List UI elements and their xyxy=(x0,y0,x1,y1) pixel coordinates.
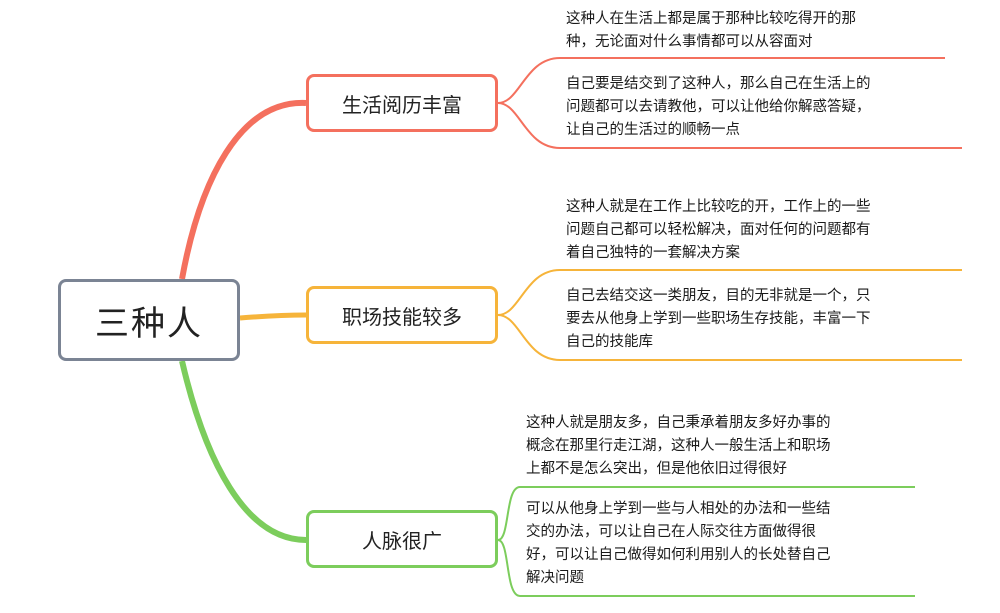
leaf-line: 这种人在生活上都是属于那种比较吃得开的那 xyxy=(566,11,856,27)
branch-topic-work-skills[interactable]: 职场技能较多 xyxy=(306,286,498,344)
connector-root-branch-1 xyxy=(179,99,307,280)
leaf-line: 让自己的生活过的顺畅一点 xyxy=(566,122,740,138)
leaf-line: 上都不是怎么突出，但是他依旧过得很好 xyxy=(526,461,787,477)
connector-root-branch-3 xyxy=(179,360,307,543)
root-topic[interactable]: 三种人 xyxy=(58,279,240,361)
connector-b3-leaf2 xyxy=(497,539,915,597)
leaf-line: 问题都可以去请教他，可以让他给你解惑答疑， xyxy=(566,99,871,115)
leaf-topic[interactable]: 自己要是结交到了这种人，那么自己在生活上的 问题都可以去请教他，可以让他给你解惑… xyxy=(566,73,871,142)
leaf-line: 要去从他身上学到一些职场生存技能，丰富一下 xyxy=(566,311,871,327)
leaf-line: 自己的技能库 xyxy=(566,334,653,350)
leaf-topic[interactable]: 自己去结交这一类朋友，目的无非就是一个，只 要去从他身上学到一些职场生存技能，丰… xyxy=(566,285,871,354)
leaf-line: 好，可以让自己做得如何利用别人的长处替自己 xyxy=(526,547,831,563)
leaf-topic[interactable]: 可以从他身上学到一些与人相处的办法和一些结 交的办法，可以让自己在人际交往方面做… xyxy=(526,498,831,590)
connector-root-branch-2 xyxy=(239,312,307,321)
leaf-line: 种，无论面对什么事情都可以从容面对 xyxy=(566,34,813,50)
leaf-line: 解决问题 xyxy=(526,570,584,586)
leaf-line: 自己去结交这一类朋友，目的无非就是一个，只 xyxy=(566,288,871,304)
leaf-line: 这种人就是朋友多，自己秉承着朋友多好办事的 xyxy=(526,415,831,431)
leaf-line: 自己要是结交到了这种人，那么自己在生活上的 xyxy=(566,76,871,92)
branch-topic-life-experience[interactable]: 生活阅历丰富 xyxy=(306,74,498,132)
connector-b3-leaf1 xyxy=(497,486,915,541)
branch-topic-wide-network[interactable]: 人脉很广 xyxy=(306,510,498,568)
connector-b2-leaf1 xyxy=(497,269,962,316)
leaf-line: 着自己独特的一套解决方案 xyxy=(566,245,740,261)
connector-b2-leaf2 xyxy=(497,314,962,361)
leaf-topic[interactable]: 这种人就是朋友多，自己秉承着朋友多好办事的 概念在那里行走江湖，这种人一般生活上… xyxy=(526,412,831,481)
leaf-topic[interactable]: 这种人就是在工作上比较吃的开，工作上的一些 问题自己都可以轻松解决，面对任何的问… xyxy=(566,196,871,265)
leaf-line: 概念在那里行走江湖，这种人一般生活上和职场 xyxy=(526,438,831,454)
leaf-line: 问题自己都可以轻松解决，面对任何的问题都有 xyxy=(566,222,871,238)
leaf-topic[interactable]: 这种人在生活上都是属于那种比较吃得开的那 种，无论面对什么事情都可以从容面对 xyxy=(566,8,856,54)
connector-b1-leaf2 xyxy=(497,102,962,149)
leaf-line: 可以从他身上学到一些与人相处的办法和一些结 xyxy=(526,501,831,517)
connector-b1-leaf1 xyxy=(497,57,945,104)
leaf-line: 这种人就是在工作上比较吃的开，工作上的一些 xyxy=(566,199,871,215)
leaf-line: 交的办法，可以让自己在人际交往方面做得很 xyxy=(526,524,816,540)
